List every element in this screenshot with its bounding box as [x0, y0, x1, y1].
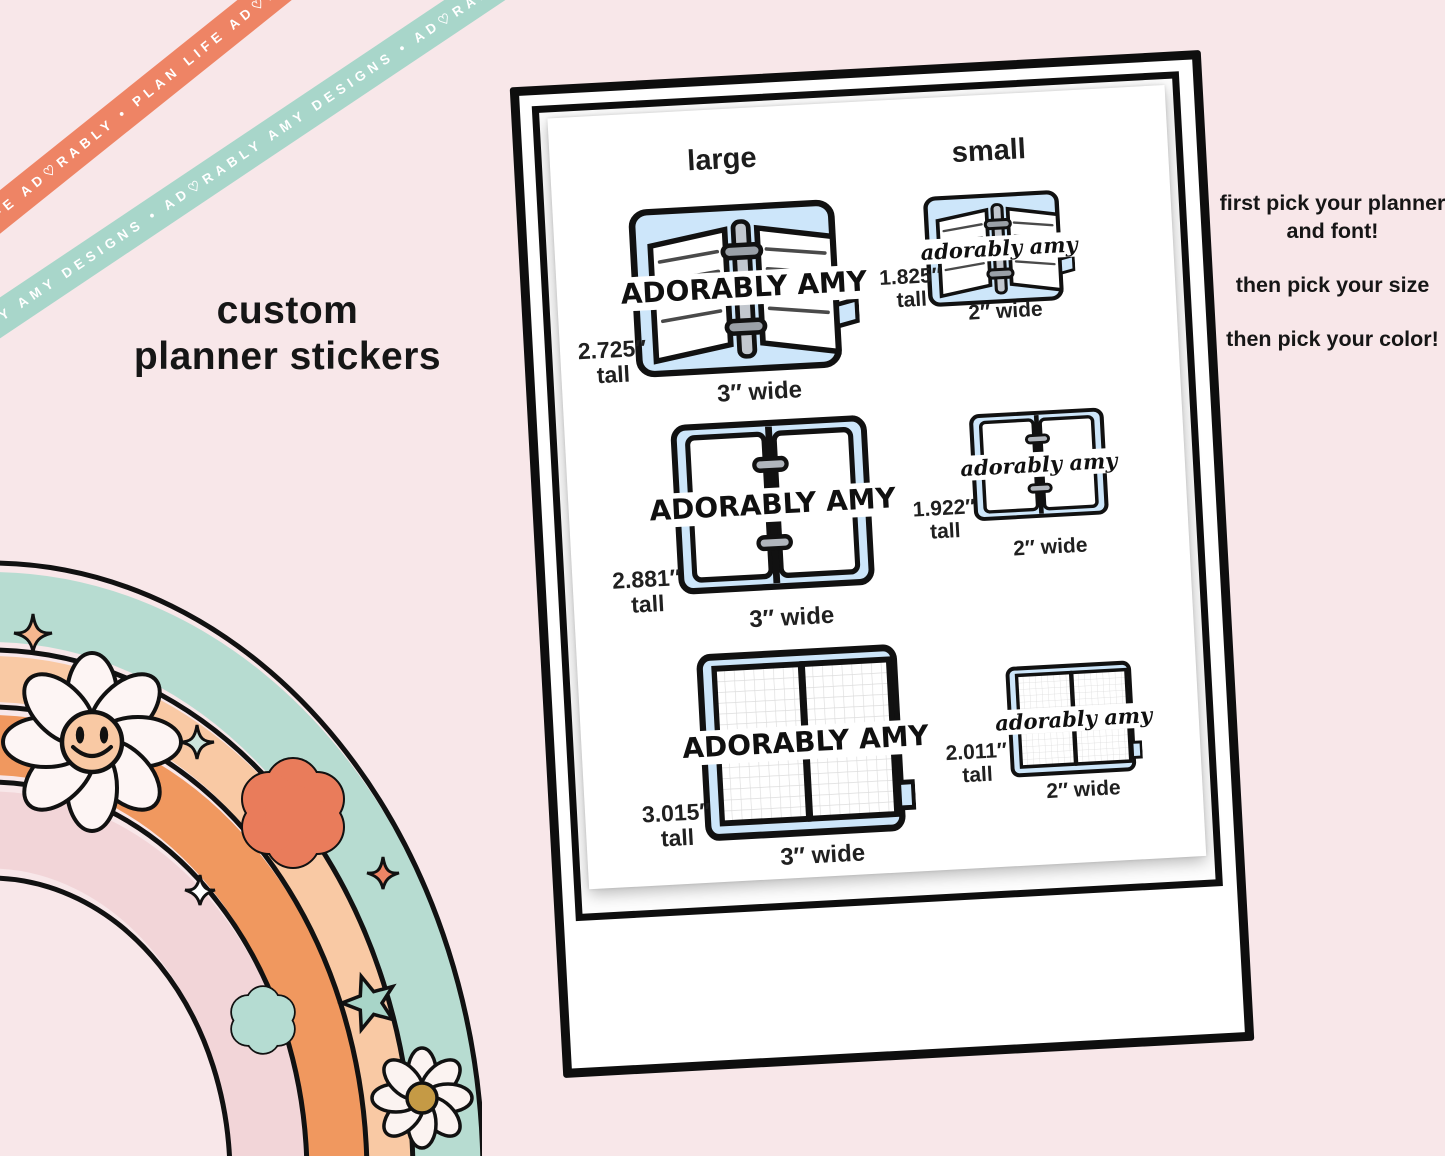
daisy-smiley-icon: [1, 651, 183, 833]
dimension-tall: 3.015″ tall: [641, 797, 712, 852]
star-teal-icon: [337, 971, 397, 1035]
dimension-tall: 1.825″ tall: [878, 263, 943, 312]
sticker-small-lined-planner: adorably amy: [913, 185, 1085, 311]
sticker-large-lined-planner: adorably amy: [611, 192, 876, 384]
sparkle-orange-icon: [366, 856, 400, 890]
polaroid-frame: large small adorably amy 2.725″ tall 3″ …: [509, 50, 1255, 1078]
sparkle-peach-icon: [13, 613, 53, 653]
title-line-1: custom: [216, 289, 359, 332]
dimension-wide: 2″ wide: [967, 297, 1044, 325]
dimension-tall: 2.881″ tall: [611, 564, 682, 618]
sticker-large-blank-planner: adorably amy: [640, 410, 905, 599]
dimension-wide: 3″ wide: [779, 839, 866, 871]
dimension-tall: 1.922″ tall: [912, 495, 976, 544]
rainbow-illustration: [0, 560, 482, 1156]
dimension-wide: 3″ wide: [748, 601, 835, 634]
sticker-small-blank-planner: adorably amy: [953, 405, 1124, 524]
dimension-wide: 2″ wide: [1012, 533, 1089, 561]
title-line-2: planner stickers: [133, 335, 442, 379]
daisy-gold-icon: [370, 1046, 474, 1150]
dimension-wide: 2″ wide: [1045, 776, 1122, 804]
photo-frame: large small adorably amy 2.725″ tall 3″ …: [531, 71, 1223, 922]
dimension-tall: 2.011″ tall: [945, 738, 1008, 787]
flower-coral-icon: [241, 757, 345, 869]
instruction-step-2: then pick your size: [1235, 272, 1430, 297]
column-header-large: large: [686, 141, 758, 178]
page-title: custom planner stickers: [85, 288, 490, 380]
ordering-instructions: first pick your planner and font! then p…: [1205, 190, 1445, 380]
instruction-step-1: first pick your planner and font!: [1219, 191, 1445, 243]
column-header-small: small: [950, 133, 1027, 170]
sparkle-white-icon: [184, 874, 216, 906]
dimension-wide: 3″ wide: [716, 376, 803, 408]
flower-teal-icon: [230, 985, 296, 1055]
sparkle-mint-icon: [179, 724, 215, 760]
sticker-large-grid-planner: adorably amy: [673, 639, 938, 846]
sticker-small-grid-planner: adorably amy: [988, 657, 1159, 780]
dimension-tall: 2.725″ tall: [577, 334, 647, 389]
instruction-step-3: then pick your color!: [1226, 326, 1439, 351]
